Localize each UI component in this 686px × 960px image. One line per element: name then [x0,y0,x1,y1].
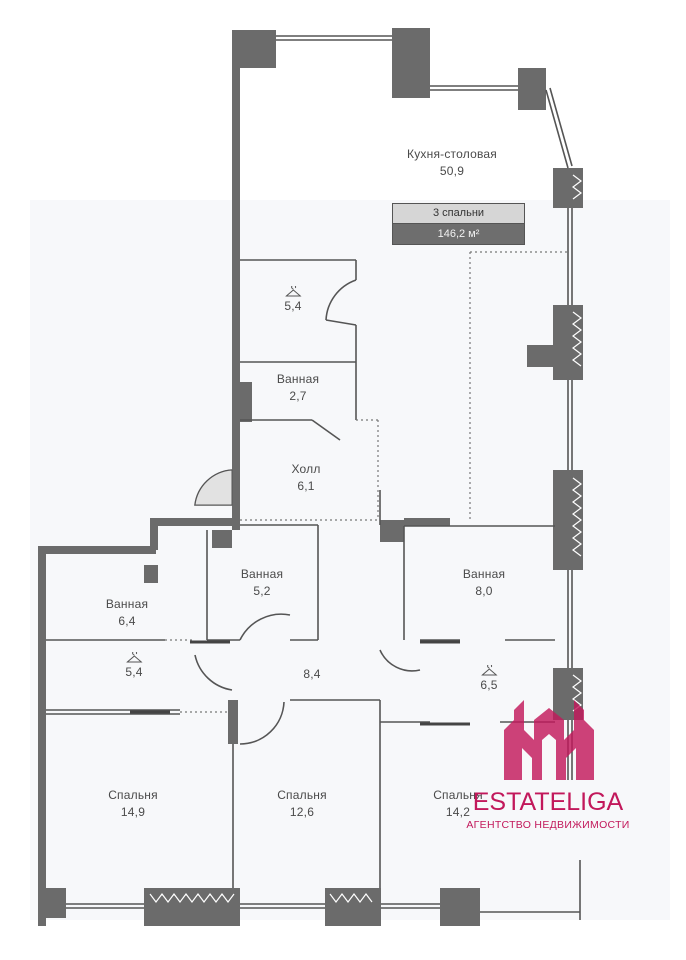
room-name: Ванная [240,567,284,581]
total-area: 146,2 м² [392,223,525,245]
hanger-icon [480,665,497,676]
room-area: 5,4 [284,299,302,313]
room-area: 8,0 [475,584,493,598]
room-corridor: 8,4 [303,666,320,683]
zone-dashes [165,251,568,713]
room-area: 6,5 [480,678,498,692]
hanger-icon [125,652,142,663]
room-area: 2,7 [289,389,307,403]
room-wardrobe-right: 6,5 [480,665,497,694]
room-bath-small: Ванная 2,7 [277,371,319,405]
room-area: 6,4 [118,614,136,628]
room-hall: Холл 6,1 [291,461,320,495]
room-wardrobe-top: 5,4 [284,286,301,315]
summary-badge: 3 спальни 146,2 м² [392,203,525,245]
room-area: 14,9 [120,805,146,819]
bedrooms-count: 3 спальни [392,203,525,223]
room-bath-center: Ванная 5,2 [241,566,283,600]
room-name: Ванная [276,372,320,386]
room-bedroom-left: Спальня 14,9 [108,787,158,821]
room-name: Спальня [433,788,483,802]
room-bath-left: Ванная 6,4 [106,596,148,630]
room-bedroom-center: Спальня 12,6 [277,787,327,821]
room-area: 8,4 [303,667,321,681]
watermark-brand: ESTATELIGA [472,788,624,816]
thin-walls [46,35,581,920]
door-frames [130,640,470,726]
room-area: 50,9 [439,164,465,178]
room-area: 14,2 [445,805,471,819]
entrance-door-leaf [194,469,233,506]
watermark-subtitle: АГЕНТСТВО НЕДВИЖИМОСТИ [466,819,630,831]
walls [38,28,583,926]
room-wardrobe-left: 5,4 [125,652,142,681]
room-name: Спальня [108,788,158,802]
estateliga-logo-icon [504,700,594,780]
room-name: Спальня [277,788,327,802]
room-name: Кухня-столовая [407,147,497,161]
room-name: Холл [291,462,321,476]
room-area: 5,2 [253,584,271,598]
hanger-icon [284,286,301,297]
room-area: 5,4 [125,665,143,679]
room-area: 12,6 [289,805,315,819]
room-bath-right: Ванная 8,0 [463,566,505,600]
room-bedroom-right: Спальня 14,2 [433,787,483,821]
room-kitchen: Кухня-столовая 50,9 [407,146,497,180]
estateliga-watermark: ESTATELIGA АГЕНТСТВО НЕДВИЖИМОСТИ [448,700,648,840]
room-area: 6,1 [297,479,315,493]
pillar-hatch [149,174,582,903]
room-name: Ванная [105,597,149,611]
room-name: Ванная [462,567,506,581]
